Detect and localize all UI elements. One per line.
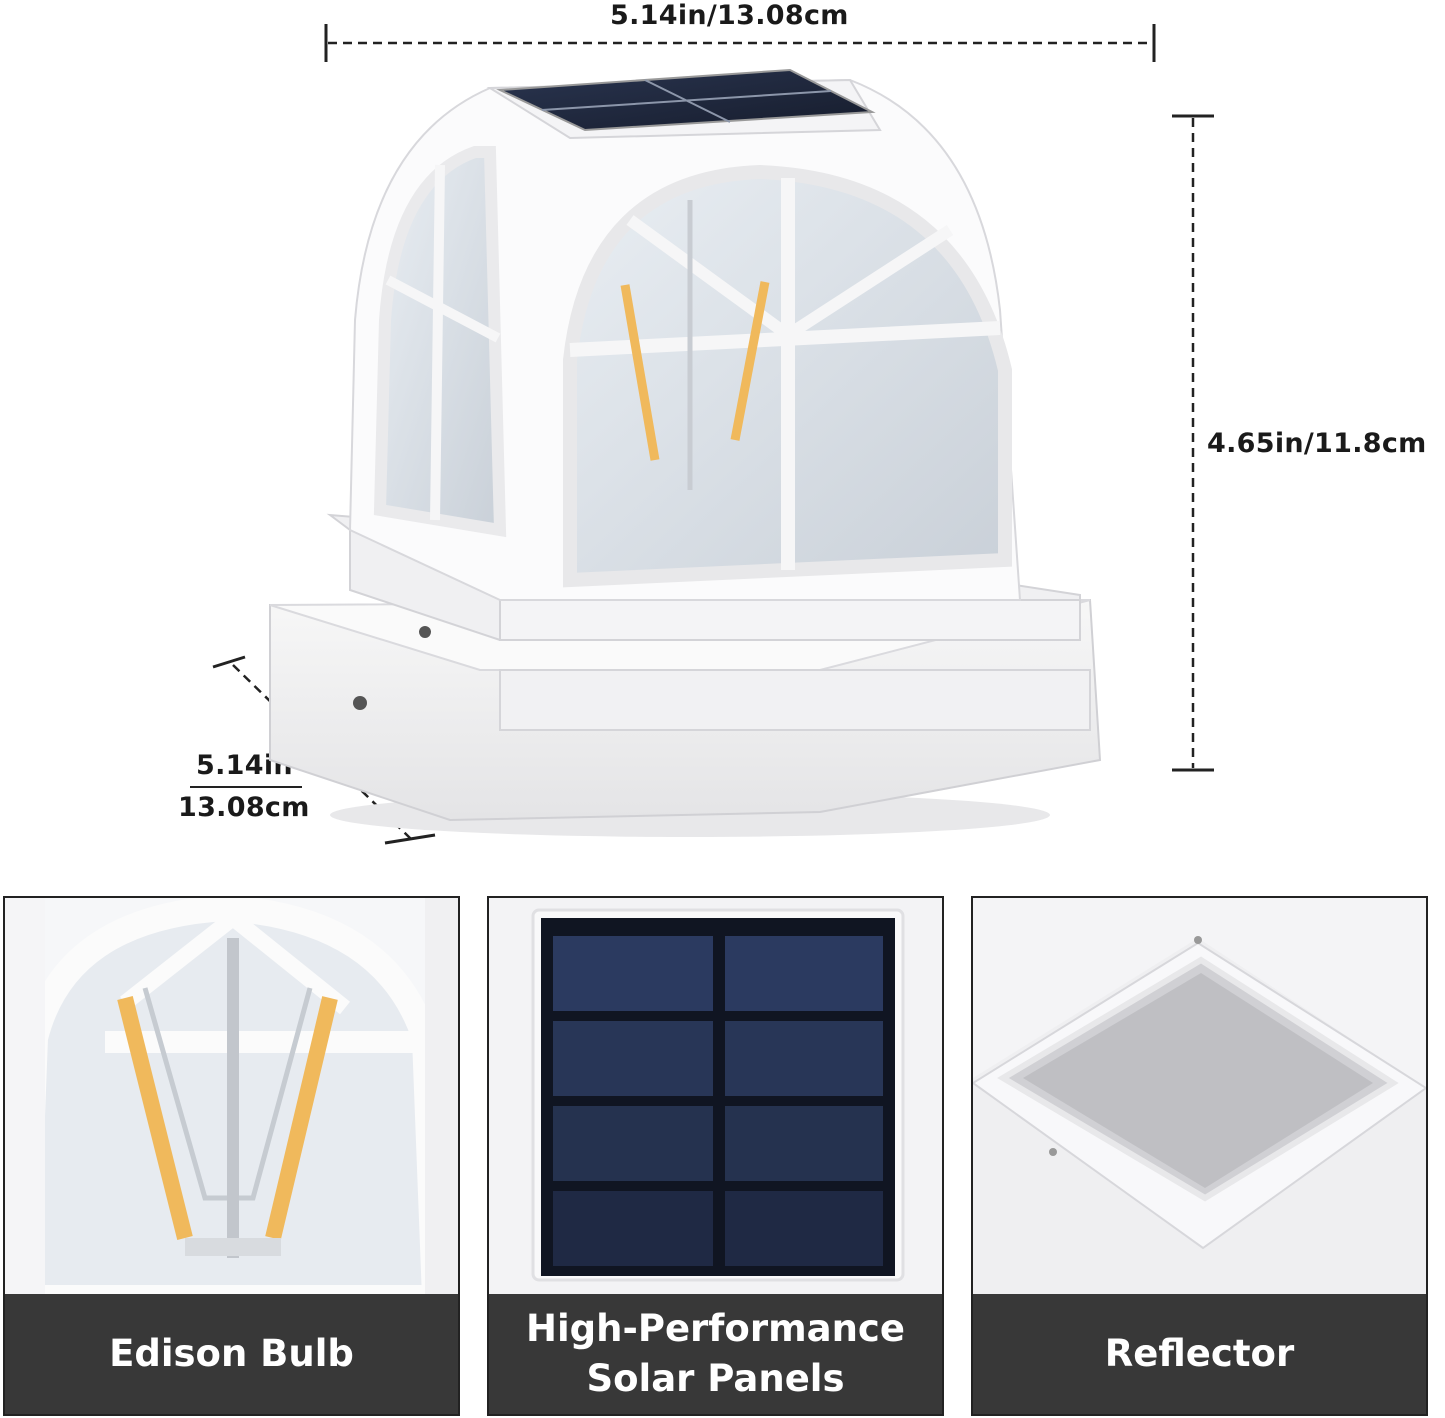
depth-dimension-divider	[190, 786, 302, 788]
edison-bulb-caption-line: Edison Bulb	[109, 1332, 354, 1376]
feature-panel-edison-bulb: Edison Bulb	[3, 896, 460, 1416]
edison-bulb-closeup-image	[5, 898, 458, 1298]
post-cap-light-illustration	[269, 68, 1102, 837]
height-dimension-line	[1172, 114, 1214, 772]
feature-panel-reflector: Reflector	[971, 896, 1428, 1416]
width-dimension-label: 5.14in/13.08cm	[610, 0, 849, 31]
solar-panels-caption-line-2: Solar Panels	[586, 1357, 845, 1400]
reflector-caption: Reflector	[973, 1294, 1426, 1414]
height-dimension-label: 4.65in/11.8cm	[1207, 428, 1427, 459]
solar-panels-caption: High-Performance Solar Panels	[489, 1294, 942, 1414]
solar-panels-caption-line-1: High-Performance	[526, 1307, 905, 1351]
width-dimension-line	[324, 24, 1156, 62]
solar-panel-closeup-image	[489, 898, 942, 1298]
edison-bulb-caption: Edison Bulb	[5, 1294, 458, 1414]
feature-panel-solar-panels: High-Performance Solar Panels	[487, 896, 944, 1416]
reflector-closeup-image	[973, 898, 1426, 1298]
reflector-caption-line: Reflector	[1104, 1332, 1295, 1376]
depth-dimension-label-cm: 13.08cm	[178, 792, 310, 823]
